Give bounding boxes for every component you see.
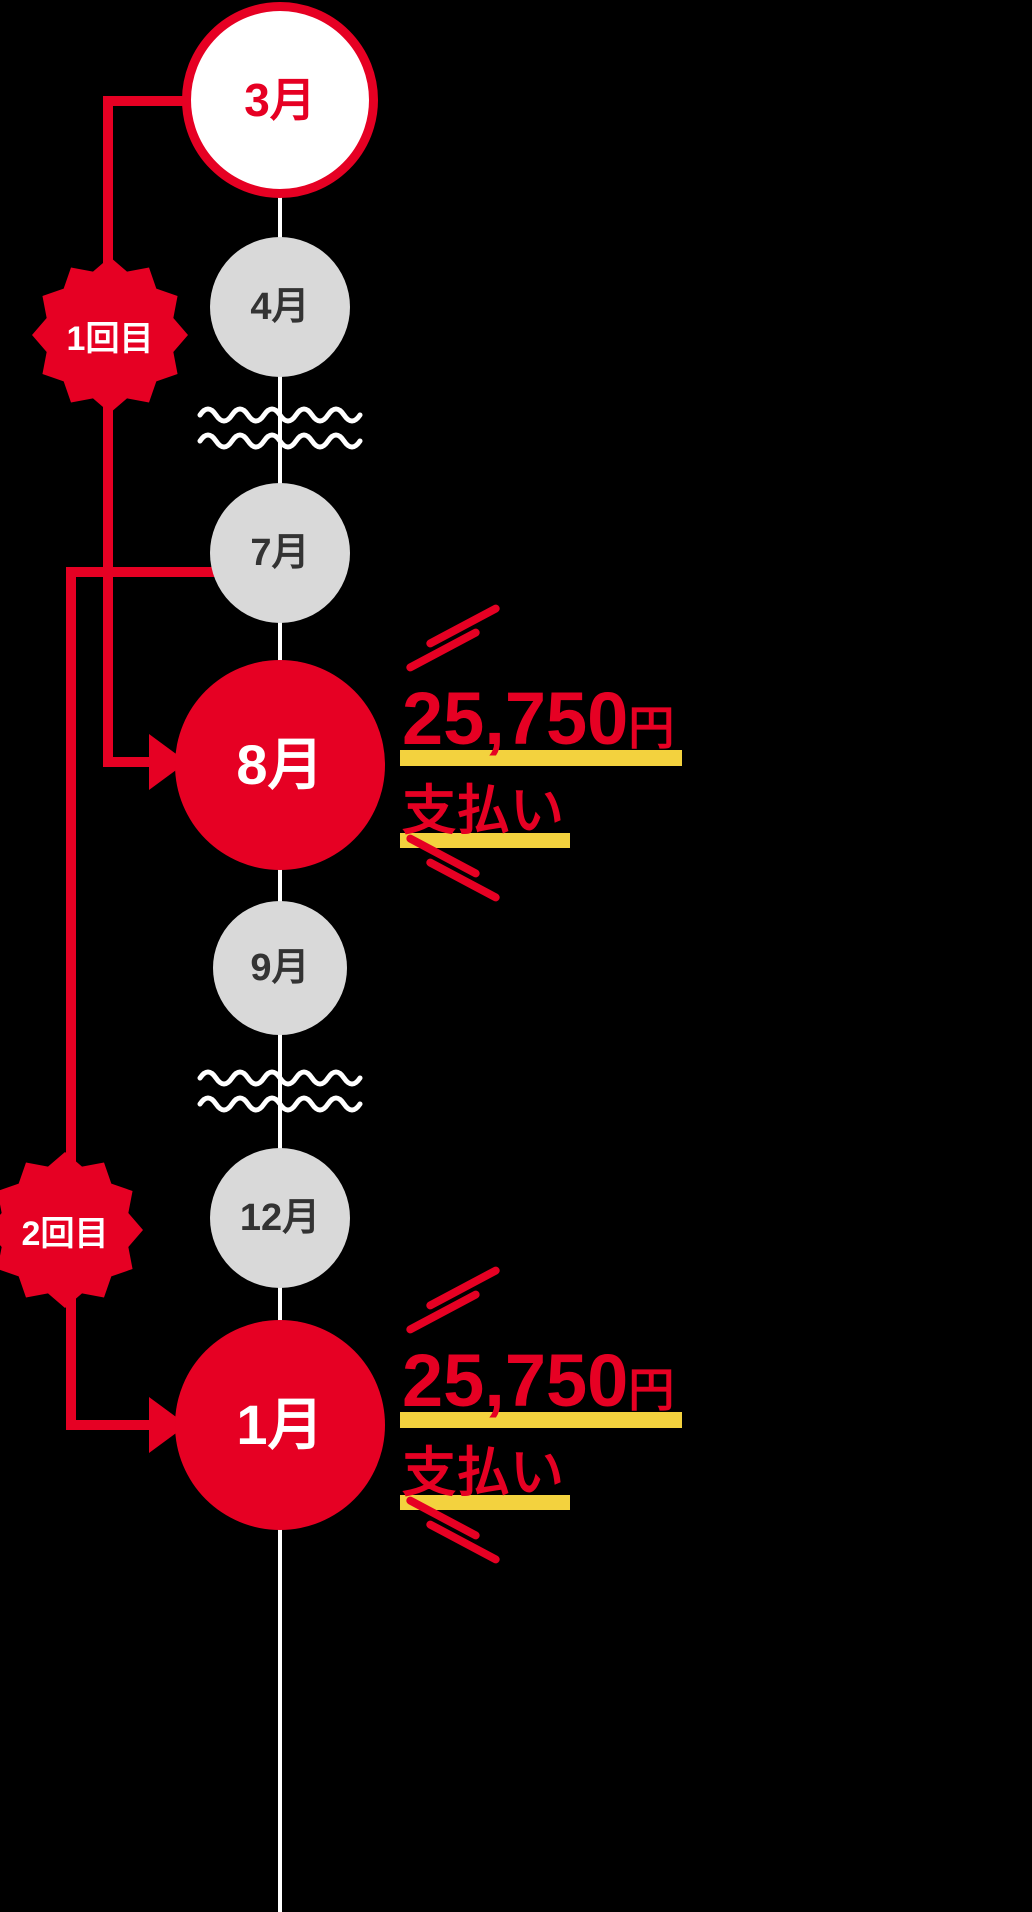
payment-action-label: 支払い (400, 784, 570, 848)
month-label: 7月 (250, 532, 310, 574)
payment-amount: 25,750円 (400, 682, 683, 766)
month-label: 12月 (239, 1197, 321, 1239)
bracket-1-vertical-segment (103, 96, 113, 767)
badge-second-payment: 2回目 (0, 1152, 143, 1308)
payment-amount-number: 25,750 (402, 1339, 629, 1422)
payment-amount-unit: 円 (628, 1364, 675, 1416)
timeline-break-wave-1 (197, 406, 363, 450)
bracket-2-vertical-segment (66, 567, 76, 1430)
payment-note-2: 25,750円 支払い (398, 1265, 778, 1594)
badge-label: 1回目 (66, 319, 154, 358)
payment-amount: 25,750円 (400, 1344, 683, 1428)
month-node-january: 1月 (175, 1320, 385, 1530)
payment-action-label: 支払い (400, 1446, 570, 1510)
bracket-2-top-segment (66, 567, 230, 577)
month-label: 9月 (250, 947, 310, 989)
bracket-2-bottom-segment (66, 1420, 153, 1430)
month-label: 8月 (236, 733, 324, 796)
badge-label: 2回目 (21, 1214, 109, 1253)
month-node-december: 12月 (210, 1148, 350, 1288)
month-label: 1月 (236, 1393, 324, 1456)
badge-first-payment: 1回目 (32, 257, 188, 413)
month-node-august: 8月 (175, 660, 385, 870)
month-node-april: 4月 (210, 237, 350, 377)
month-node-march: 3月 (182, 2, 378, 198)
month-node-september: 9月 (213, 901, 347, 1035)
payment-amount-unit: 円 (628, 702, 675, 754)
month-label: 3月 (244, 74, 316, 126)
bracket-1-top-segment (103, 96, 220, 106)
payment-amount-number: 25,750 (402, 677, 629, 760)
bracket-1-bottom-segment (103, 757, 153, 767)
timeline-break-wave-2 (197, 1069, 363, 1113)
payment-note-1: 25,750円 支払い (398, 603, 778, 932)
month-node-july: 7月 (210, 483, 350, 623)
month-label: 4月 (250, 286, 310, 328)
